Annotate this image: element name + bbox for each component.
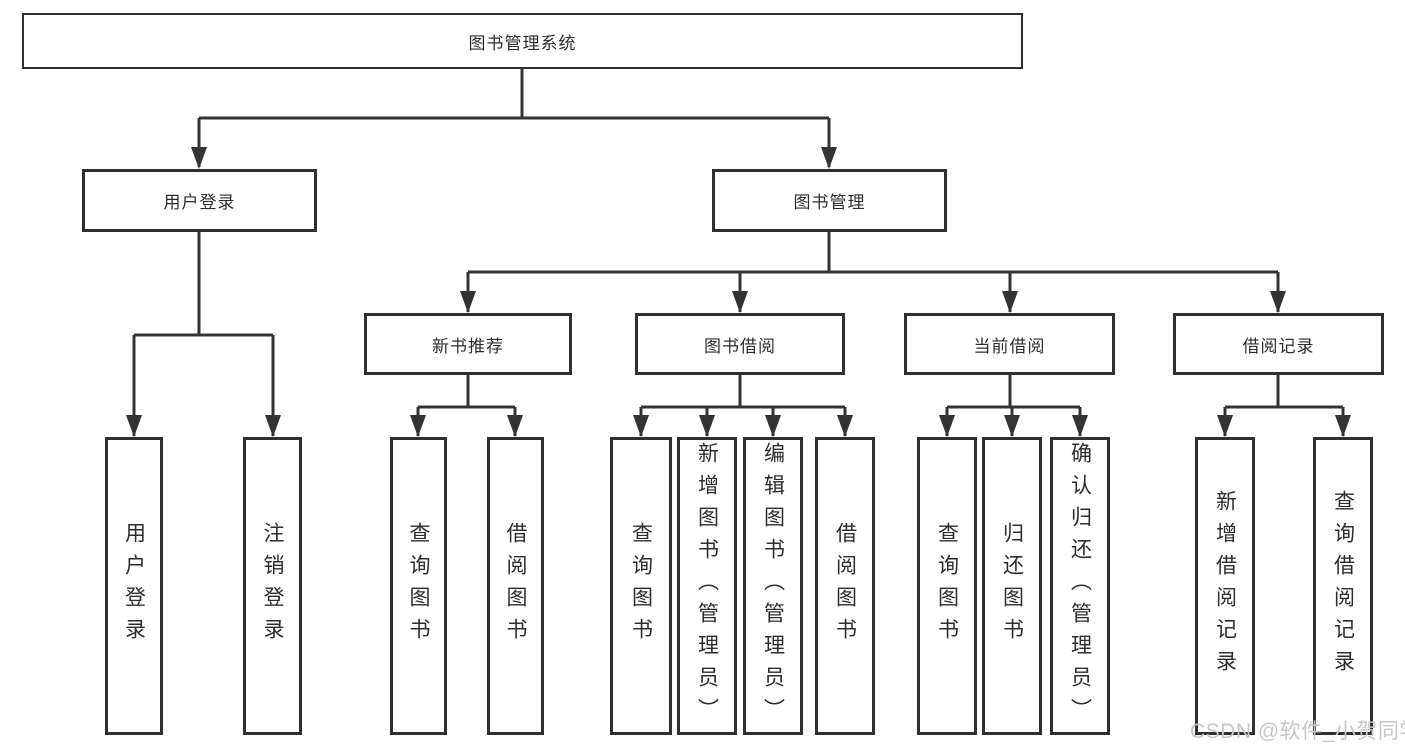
leaf-edit-book-admin: 编辑图书（管理员） (743, 437, 803, 735)
leaf-add-book-admin-label: 新增图书（管理员） (695, 442, 719, 730)
node-user-login-label: 用户登录 (163, 193, 236, 212)
node-user-login-module: 用户登录 (82, 169, 317, 232)
leaf-confirm-return-admin: 确认归还（管理员） (1050, 437, 1110, 735)
node-new-book-recommend-label: 新书推荐 (432, 336, 504, 356)
leaf-borrow-book: 借阅图书 (815, 437, 875, 735)
leaf-edit-book-admin-label: 编辑图书（管理员） (761, 442, 785, 730)
node-current-borrow-label: 当前借阅 (973, 336, 1046, 356)
leaf-logout: 注销登录 (243, 437, 302, 735)
leaf-add-borrow-record: 新增借阅记录 (1195, 437, 1255, 735)
leaf-user-login: 用户登录 (105, 437, 163, 735)
leaf-logout-label: 注销登录 (261, 522, 284, 650)
node-borrow-record-label: 借阅记录 (1242, 336, 1315, 356)
leaf-recommend-query-book-label: 查询图书 (407, 522, 430, 650)
leaf-add-borrow-record-label: 新增借阅记录 (1213, 490, 1237, 682)
node-new-book-recommend: 新书推荐 (364, 313, 572, 375)
leaf-query-borrow-record-label: 查询借阅记录 (1331, 490, 1355, 682)
node-book-management-module: 图书管理 (712, 169, 947, 232)
leaf-current-query-book-label: 查询图书 (935, 522, 959, 650)
leaf-query-borrow-record: 查询借阅记录 (1313, 437, 1373, 735)
leaf-recommend-query-book: 查询图书 (390, 437, 447, 735)
leaf-borrow-book-label: 借阅图书 (833, 522, 857, 650)
leaf-recommend-borrow-book-label: 借阅图书 (504, 522, 527, 650)
connector-paths (132, 69, 1345, 436)
node-book-borrow: 图书借阅 (635, 313, 845, 375)
node-root-label: 图书管理系统 (468, 33, 577, 53)
leaf-return-book-label: 归还图书 (1000, 522, 1024, 650)
node-book-management-label: 图书管理 (793, 193, 866, 212)
node-borrow-record: 借阅记录 (1173, 313, 1384, 375)
node-current-borrow: 当前借阅 (904, 313, 1115, 375)
node-book-borrow-label: 图书借阅 (704, 336, 776, 356)
leaf-borrow-query-book: 查询图书 (610, 437, 672, 735)
leaf-borrow-query-book-label: 查询图书 (629, 522, 653, 650)
leaf-recommend-borrow-book: 借阅图书 (487, 437, 544, 735)
leaf-user-login-label: 用户登录 (122, 522, 146, 650)
leaf-confirm-return-admin-label: 确认归还（管理员） (1068, 442, 1092, 730)
leaf-return-book: 归还图书 (982, 437, 1042, 735)
leaf-add-book-admin: 新增图书（管理员） (677, 437, 737, 735)
csdn-watermark: CSDN @软件_小贺同学 (1190, 720, 1405, 743)
node-root-system: 图书管理系统 (22, 13, 1023, 69)
leaf-current-query-book: 查询图书 (917, 437, 977, 735)
